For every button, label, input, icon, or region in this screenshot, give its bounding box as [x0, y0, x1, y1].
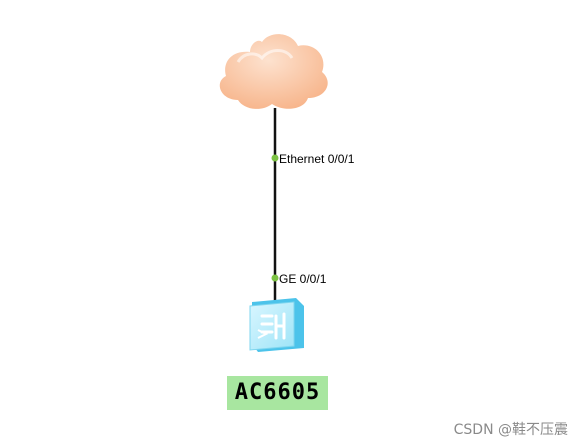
access-controller-icon[interactable] — [249, 298, 304, 352]
port-dot-ethernet[interactable] — [271, 154, 279, 162]
device-label-ac6605[interactable]: AC6605 — [234, 380, 321, 405]
watermark-text: CSDN @鞋不压震 — [453, 422, 568, 438]
port-label-ethernet: Ethernet 0/0/1 — [279, 152, 355, 166]
port-label-ge: GE 0/0/1 — [279, 272, 327, 286]
port-dot-ge[interactable] — [271, 274, 279, 282]
device-label-background — [227, 376, 328, 410]
cloud-icon[interactable] — [219, 34, 328, 109]
